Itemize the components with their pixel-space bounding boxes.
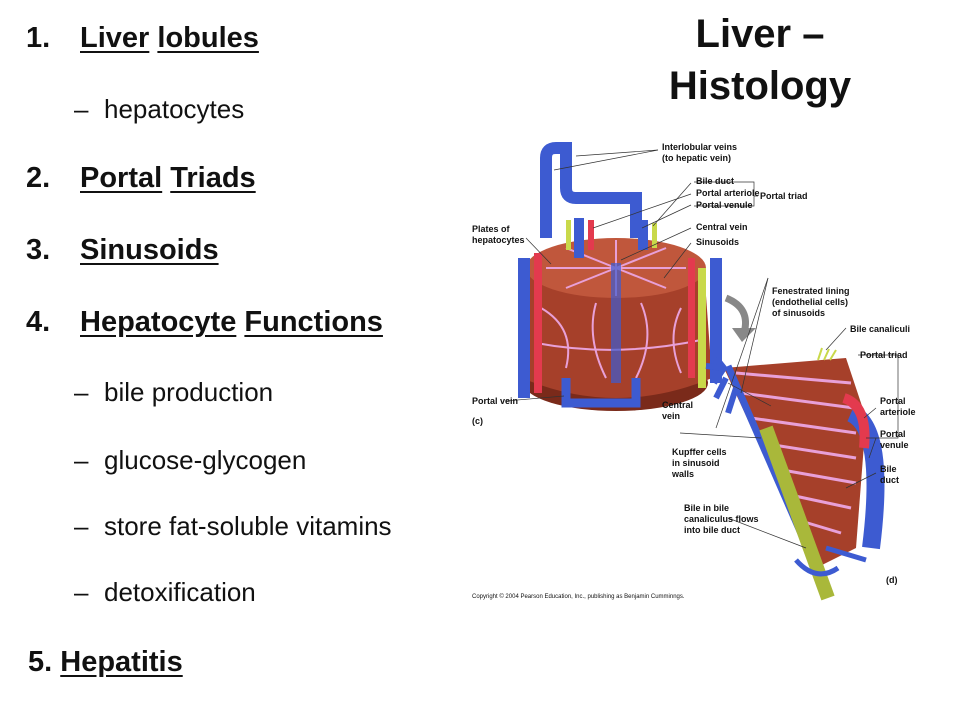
outline-item-liver-lobules: 1. Liver lobules [26,22,259,55]
item-word: Portal [80,162,163,194]
label-portal-venule-d2: venule [880,440,909,450]
artery-vessel-right [688,258,695,378]
sub-text: bile production [104,377,274,407]
portal-vein-base [561,378,641,408]
item-word: Functions [244,306,383,338]
label-fenestrated-2: (endothelial cells) [772,297,848,307]
label-portal-arteriole: Portal arteriole [696,188,760,198]
vein-vessel-right [710,258,722,383]
label-plates-of: Plates of [472,224,511,234]
dash: – [74,511,89,541]
item-number: 1. [26,22,51,54]
wedge-body [724,358,866,568]
label-kupffer-1: Kupffer cells [672,447,727,457]
sub-text: hepatocytes [104,94,245,124]
label-leader-lines [505,149,899,549]
wedge-bile-duct [759,425,835,601]
item-word: Triads [170,162,256,194]
label-bile-canaliculi: Bile canaliculi [850,324,910,334]
label-portal-arteriole-d1: Portal [880,396,906,406]
item-number: 5. [28,646,53,678]
label-bile-in-2: canaliculus flows [684,514,759,524]
wedge-bile-canaliculi [817,347,837,361]
sub-text: detoxification [104,577,256,607]
sub-text: store fat-soluble vitamins [104,511,392,541]
label-central: Central [662,400,693,410]
wedge-portal-arteriole [841,393,870,449]
label-portal-venule: Portal venule [696,200,753,210]
outline-item-portal-triads: 2. Portal Triads [26,162,256,195]
label-bile-in-1: Bile in bile [684,503,729,513]
label-bile-duct-d2: duct [880,475,899,485]
label-fenestrated-3: of sinusoids [772,308,825,318]
label-bile-duct-d1: Bile [880,464,897,474]
item-word: Sinusoids [80,234,219,266]
item-word: Liver [80,22,150,54]
dash: – [74,377,89,407]
label-to-hepatic-vein: (to hepatic vein) [662,153,731,163]
central-vein-core [611,263,621,383]
wedge-base-vessels [794,545,867,577]
outline-item-hepatitis: 5. Hepatitis [28,646,183,679]
label-portal-venule-d1: Portal [880,429,906,439]
vein-vessel-back-right [638,220,648,250]
item-number: 3. [26,234,51,266]
portal-artery-vessel [534,253,542,393]
outline-item-hepatocyte-functions: 4. Hepatocyte Functions [26,306,383,339]
dash: – [74,577,89,607]
label-bile-in-3: into bile duct [684,525,740,535]
bile-duct-vessel [698,268,706,388]
label-interlobular-veins: Interlobular veins [662,142,737,152]
bile-vessel-back [566,220,571,250]
figure-labels: Interlobular veins (to hepatic vein) Bil… [472,142,916,600]
item-number: 2. [26,162,51,194]
title-line-2: Histology [668,64,852,108]
label-fenestrated-1: Fenestrated lining [772,286,850,296]
dash: – [74,94,89,124]
vein-vessel-back-left [574,218,584,258]
outline-sub-detoxification: –detoxification [74,577,256,608]
central-vein-branches [705,356,739,414]
label-bile-duct: Bile duct [696,176,734,186]
dash: – [74,445,89,475]
outline-sub-hepatocytes: –hepatocytes [74,94,244,125]
item-word: lobules [157,22,259,54]
item-number: 4. [26,306,51,338]
slide-title: Liver – Histology [640,8,880,112]
label-portal-arteriole-d2: arteriole [880,407,916,417]
label-central-vein: Central vein [696,222,748,232]
bile-vessel-back-right [652,223,657,248]
magnify-arrow [724,294,749,334]
portal-vein-vessel [518,258,530,398]
item-word: Hepatitis [60,646,183,678]
title-line-1: Liver – [695,12,825,56]
outline-item-sinusoids: 3. Sinusoids [26,234,219,267]
label-kupffer-2: in sinusoid [672,458,720,468]
magnify-arrowhead [732,328,756,342]
liver-histology-figure: Interlobular veins (to hepatic vein) Bil… [472,142,916,601]
label-portal-vein: Portal vein [472,396,518,406]
sub-text: glucose-glycogen [104,445,307,475]
label-kupffer-3: walls [671,469,694,479]
item-word: Hepatocyte [80,306,237,338]
label-hepatocytes: hepatocytes [472,235,525,245]
outline-sub-fat-soluble: –store fat-soluble vitamins [74,511,392,542]
label-panel-d: (d) [886,575,898,585]
label-portal-triad: Portal triad [760,191,808,201]
figure-copyright: Copyright © 2004 Pearson Education, Inc.… [472,593,685,600]
label-portal-triad-d: Portal triad [860,350,908,360]
label-vein: vein [662,411,680,421]
sinusoid-wedge-diagram [705,347,885,601]
artery-vessel-back [588,220,594,250]
label-panel-c: (c) [472,416,483,426]
outline-sub-bile-production: –bile production [74,377,273,408]
outline-sub-glucose-glycogen: –glucose-glycogen [74,445,306,476]
label-sinusoids: Sinusoids [696,237,739,247]
lobule-diagram [518,142,722,411]
